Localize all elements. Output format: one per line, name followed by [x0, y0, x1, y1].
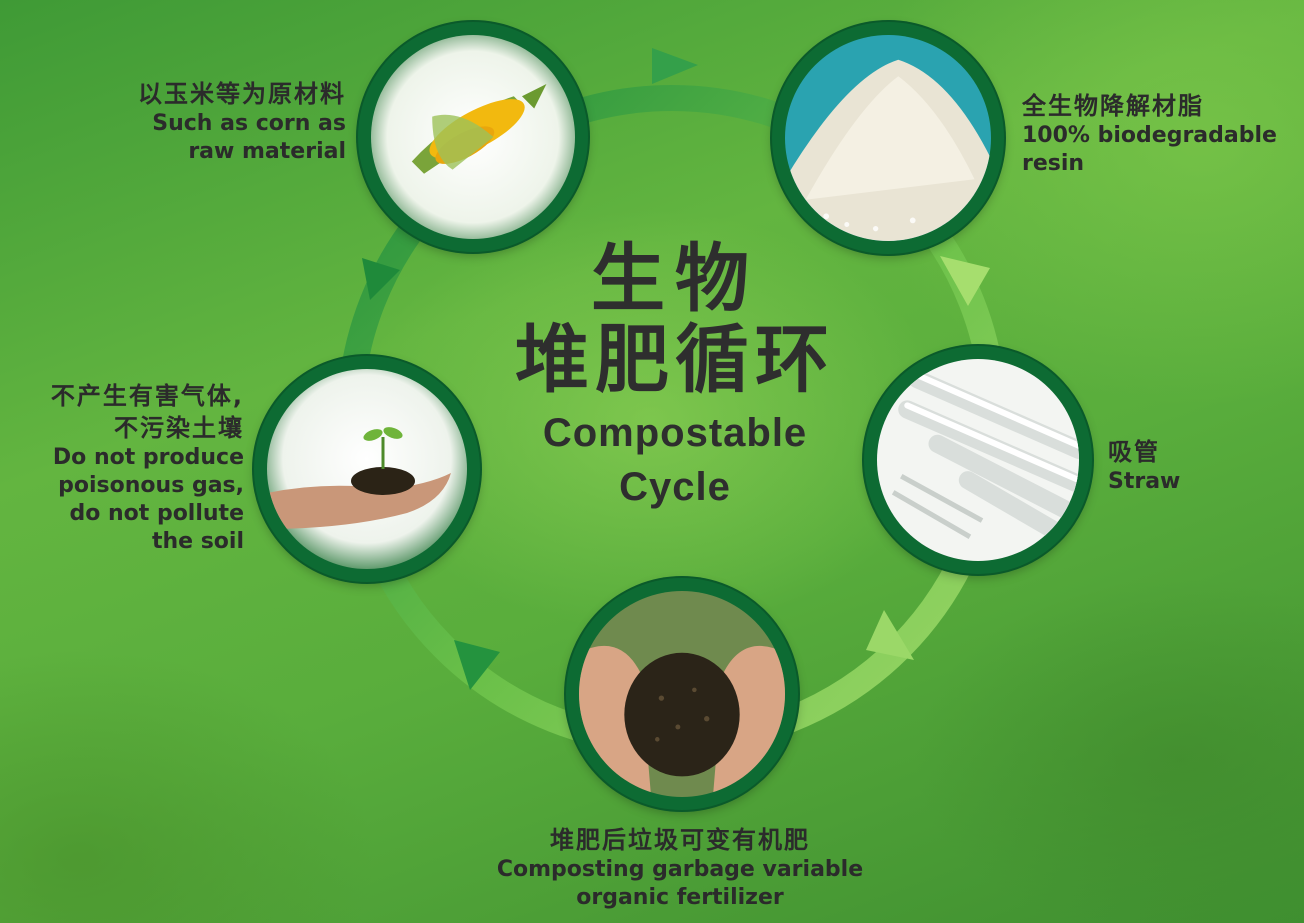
caption-soil-en-3: do not pollute	[69, 501, 244, 526]
arrow-top-icon	[652, 48, 698, 84]
caption-fertilizer-en-1: Composting garbage variable	[496, 857, 864, 882]
arrow-right-upper-icon	[940, 256, 990, 306]
node-corn	[358, 22, 588, 252]
caption-soil-en-4: the soil	[151, 529, 244, 554]
node-fertilizer	[566, 578, 798, 810]
caption-fertilizer-zh: 堆肥后垃圾可变有机肥	[550, 826, 810, 854]
caption-soil: 不产生有害气体, 不污染土壤 Do not produce poisonous …	[6, 380, 244, 556]
arrow-left-icon	[362, 258, 400, 300]
caption-corn: 以玉米等为原材料 Such as corn as raw material	[40, 78, 346, 166]
caption-straw-en-1: Straw	[1108, 469, 1181, 494]
resin-pellets-icon	[785, 35, 991, 241]
caption-resin: 全生物降解材脂 100% biodegradable resin	[1022, 90, 1298, 178]
title-zh-line2: 堆肥循环	[515, 317, 835, 403]
caption-corn-en-2: raw material	[188, 139, 346, 164]
center-title: 生物 堆肥循环 Compostable Cycle	[480, 240, 870, 510]
caption-soil-en-1: Do not produce	[52, 445, 244, 470]
caption-straw: 吸管 Straw	[1108, 436, 1288, 496]
caption-resin-zh: 全生物降解材脂	[1022, 92, 1204, 120]
caption-soil-zh-1: 不产生有害气体,	[50, 382, 244, 410]
node-soil	[254, 356, 480, 582]
title-en-line1: Compostable	[542, 411, 808, 455]
title-zh-line1: 生物	[591, 236, 759, 322]
caption-fertilizer: 堆肥后垃圾可变有机肥 Composting garbage variable o…	[470, 824, 890, 912]
node-straw	[864, 346, 1092, 574]
soil-in-hands-icon	[579, 591, 785, 797]
node-resin	[772, 22, 1004, 254]
caption-corn-zh: 以玉米等为原材料	[138, 80, 346, 108]
straws-icon	[877, 359, 1079, 561]
seedling-in-hand-icon	[267, 369, 467, 569]
caption-corn-en-1: Such as corn as	[152, 111, 346, 136]
caption-fertilizer-en-2: organic fertilizer	[576, 885, 784, 910]
arrow-bottom-left-icon	[454, 640, 500, 690]
caption-resin-en-1: 100% biodegradable	[1022, 123, 1277, 148]
caption-soil-en-2: poisonous gas,	[58, 473, 244, 498]
corn-icon	[371, 35, 575, 239]
caption-straw-zh: 吸管	[1108, 438, 1160, 466]
caption-soil-zh-2: 不污染土壤	[114, 414, 244, 442]
arrow-right-lower-icon	[866, 610, 914, 660]
caption-resin-en-2: resin	[1022, 151, 1085, 176]
title-en-line2: Cycle	[619, 465, 731, 509]
